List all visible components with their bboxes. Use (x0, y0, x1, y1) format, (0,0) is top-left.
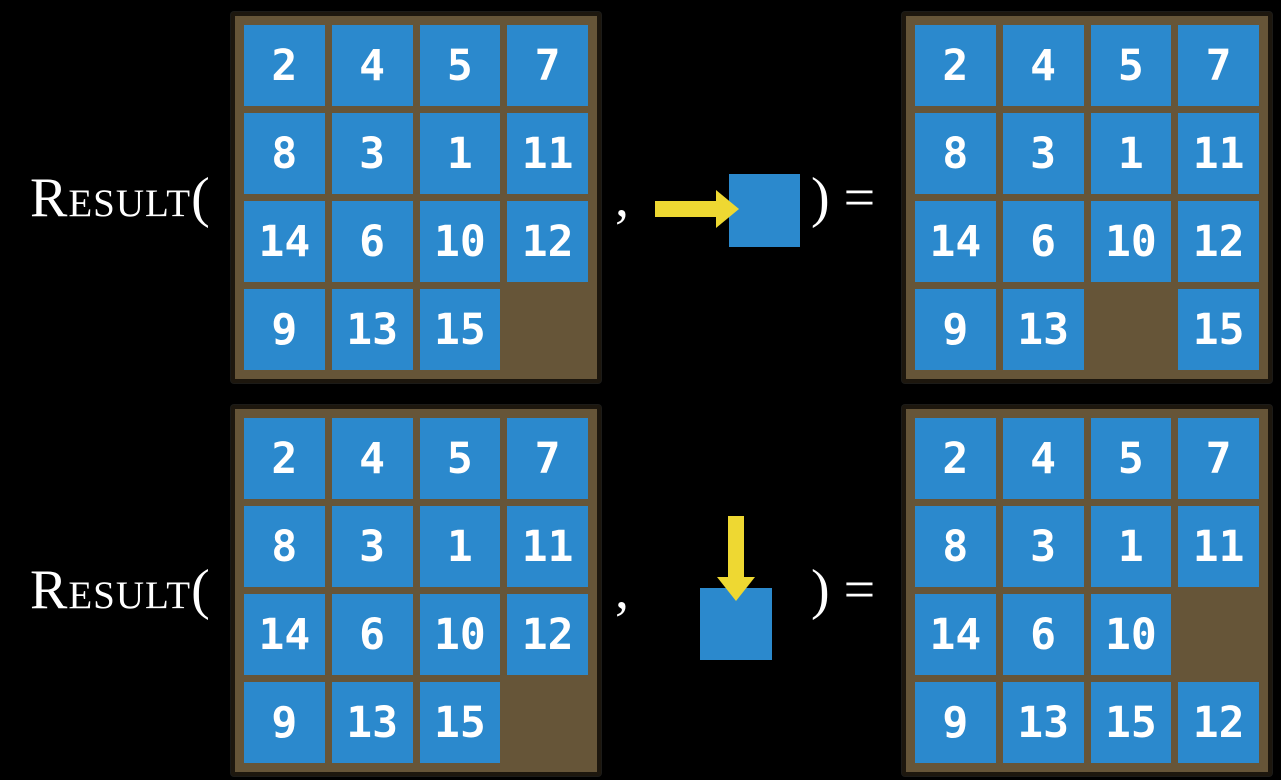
arrow-right-icon (655, 190, 739, 228)
tile-8: 8 (915, 113, 996, 194)
open-paren: ( (191, 167, 210, 229)
tile-2: 2 (915, 25, 996, 106)
tile-9: 9 (244, 289, 325, 370)
function-label: Result( (30, 170, 210, 226)
tile-6: 6 (1002, 594, 1084, 675)
tile-9: 9 (915, 289, 996, 370)
tile-6: 6 (331, 201, 413, 282)
tile-1: 1 (419, 113, 501, 194)
tile-8: 8 (915, 506, 996, 587)
tile-14: 14 (915, 201, 996, 282)
tile-1: 1 (1090, 506, 1172, 587)
tile-10: 10 (1090, 594, 1172, 675)
tile-7: 7 (507, 418, 588, 499)
tile-13: 13 (1002, 289, 1084, 370)
close-paren-equals: ) = (811, 167, 876, 229)
tile-5: 5 (1090, 25, 1172, 106)
tile-15: 15 (419, 289, 501, 370)
tile-3: 3 (331, 113, 413, 194)
tile-2: 2 (244, 418, 325, 499)
arrow-shaft (655, 201, 718, 217)
function-name: Result (30, 559, 192, 621)
tile-12: 12 (1178, 682, 1259, 763)
tile-11: 11 (507, 506, 588, 587)
tile-4: 4 (1002, 418, 1084, 499)
tile-8: 8 (244, 506, 325, 587)
tile-4: 4 (331, 418, 413, 499)
tile-11: 11 (507, 113, 588, 194)
tile-14: 14 (244, 201, 325, 282)
tile-1: 1 (1090, 113, 1172, 194)
tile-12: 12 (1178, 201, 1259, 282)
empty-cell (1091, 289, 1172, 370)
tile-5: 5 (1090, 418, 1172, 499)
tile-10: 10 (419, 201, 501, 282)
function-label: Result( (30, 562, 210, 618)
arrow-down-icon (717, 516, 755, 602)
arrow-shaft (728, 516, 744, 579)
tile-12: 12 (507, 201, 588, 282)
tile-15: 15 (1090, 682, 1172, 763)
tile-2: 2 (915, 418, 996, 499)
tile-2: 2 (244, 25, 325, 106)
tile-9: 9 (915, 682, 996, 763)
close-paren-equals: ) = (811, 559, 876, 621)
tile-8: 8 (244, 113, 325, 194)
tile-10: 10 (419, 594, 501, 675)
tile-14: 14 (244, 594, 325, 675)
tile-11: 11 (1178, 113, 1259, 194)
tile-1: 1 (419, 506, 501, 587)
tile-12: 12 (507, 594, 588, 675)
tile-6: 6 (331, 594, 413, 675)
tile-3: 3 (1002, 506, 1084, 587)
tile-13: 13 (331, 289, 413, 370)
comma: , (615, 559, 629, 621)
tile-5: 5 (419, 25, 501, 106)
tile-11: 11 (1178, 506, 1259, 587)
empty-cell (507, 682, 588, 763)
empty-cell (1178, 594, 1259, 675)
tile-15: 15 (419, 682, 501, 763)
open-paren: ( (191, 559, 210, 621)
tile-3: 3 (1002, 113, 1084, 194)
arrow-head (716, 190, 739, 228)
arrow-head (717, 577, 755, 601)
tile-14: 14 (915, 594, 996, 675)
tile-13: 13 (1002, 682, 1084, 763)
tile-6: 6 (1002, 201, 1084, 282)
tile-4: 4 (331, 25, 413, 106)
tile-7: 7 (1178, 25, 1259, 106)
empty-cell (507, 289, 588, 370)
function-name: Result (30, 167, 192, 229)
tile-10: 10 (1090, 201, 1172, 282)
comma: , (615, 167, 629, 229)
tile-7: 7 (507, 25, 588, 106)
tile-5: 5 (419, 418, 501, 499)
tile-9: 9 (244, 682, 325, 763)
move-tile (729, 174, 800, 247)
tile-15: 15 (1178, 289, 1259, 370)
tile-7: 7 (1178, 418, 1259, 499)
tile-13: 13 (331, 682, 413, 763)
tile-4: 4 (1002, 25, 1084, 106)
tile-3: 3 (331, 506, 413, 587)
